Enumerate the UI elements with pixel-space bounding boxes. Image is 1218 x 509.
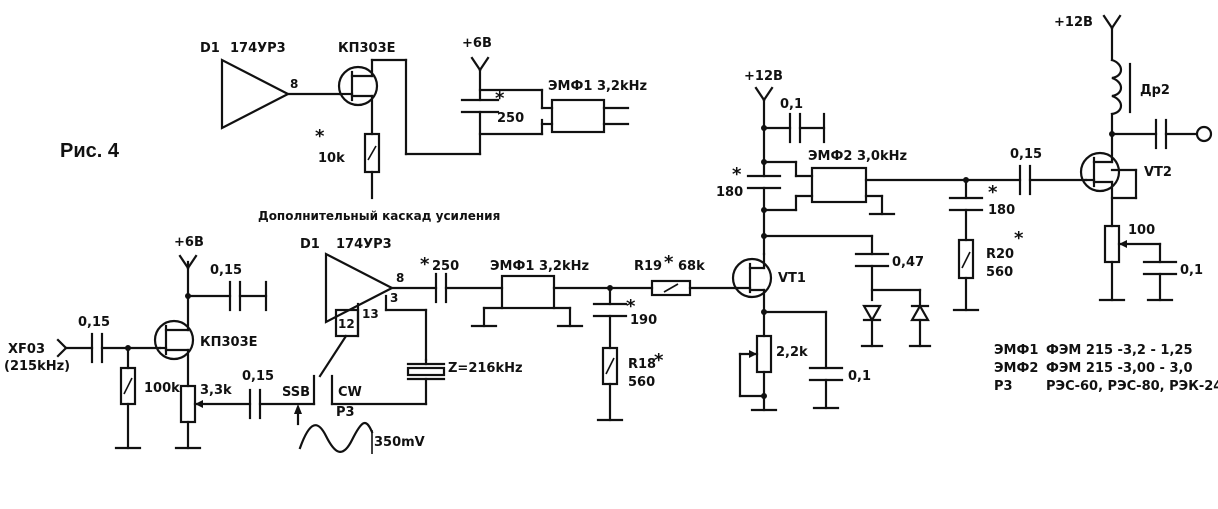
- r18-label: R18: [628, 357, 656, 372]
- vt1-cap-star: *: [732, 164, 742, 185]
- vt1-label: VT1: [778, 271, 806, 286]
- mid-pin13-label: 13: [362, 307, 379, 321]
- component-legend: ЭМФ1 ФЭМ 215 -3,2 - 1,25 ЭМФ2 ФЭМ 215 -3…: [994, 343, 1218, 394]
- output-terminal: [1195, 125, 1213, 143]
- r18-star: *: [654, 350, 664, 371]
- r19-label: R19: [634, 259, 662, 274]
- mid-pin12-label: 12: [338, 317, 355, 331]
- top-fet: [337, 58, 379, 136]
- choke-label: Др2: [1140, 83, 1170, 98]
- relay-label: Р3: [336, 405, 355, 420]
- legend-ref-1: ЭМФ2: [994, 361, 1038, 376]
- input-fet: [153, 260, 195, 388]
- top-amplifier: [220, 58, 291, 130]
- vt2-stage: * 180 R20 * 560 0,15 VT2 +12В: [948, 14, 1213, 312]
- top-stage: D1 174УР3 8 КП303Е * 10k +6В: [200, 36, 647, 223]
- r19-star: *: [664, 252, 674, 273]
- legend-ref-0: ЭМФ1: [994, 343, 1038, 358]
- bias-res-label: 100k: [144, 381, 180, 396]
- input-cap-label: 0,15: [78, 315, 110, 330]
- top-chip-label: 174УР3: [230, 41, 286, 56]
- vt1-cap-label: 180: [716, 185, 743, 200]
- crystal-label: Z=216kHz: [448, 361, 523, 376]
- vt1-stage: +12В 0,1 * 180 ЭМФ2 3,0kHz: [716, 69, 1022, 412]
- legend-value-0: ФЭМ 215 -3,2 - 1,25: [1046, 343, 1193, 358]
- vt1-pot: [755, 334, 773, 374]
- mid-chip-label: 174УР3: [336, 237, 392, 252]
- vt2-pot-label: 100: [1128, 223, 1155, 238]
- output-cap-label: 0,15: [242, 369, 274, 384]
- top-filter-label: ЭМФ1 3,2kHz: [548, 79, 647, 94]
- top-cap-label: 250: [497, 111, 524, 126]
- vt1-supply-label: +12В: [744, 69, 783, 84]
- choke-coil: [1110, 58, 1123, 116]
- note-label: Дополнительный каскад усиления: [258, 209, 500, 223]
- r18-value: 560: [628, 375, 655, 390]
- mid-cap-label: 250: [432, 259, 459, 274]
- mid-pin8-label: 8: [396, 271, 404, 285]
- diode-1: [862, 304, 882, 323]
- vt1-cap-s-label: 0,1: [848, 369, 871, 384]
- vt2-supply-label: +12В: [1054, 15, 1093, 30]
- r20-star: *: [1014, 228, 1024, 249]
- cw-label: CW: [338, 385, 362, 400]
- emf2-filter: [810, 166, 868, 204]
- top-fet-label: КП303Е: [338, 41, 396, 56]
- figure-label: Рис. 4: [60, 140, 120, 162]
- mid-pin3-label: 3: [390, 291, 398, 305]
- vt1-cap-d-label: 0,47: [892, 255, 924, 270]
- mid-shunt-cap-label: 190: [630, 313, 657, 328]
- pot-label: 3,3k: [200, 383, 232, 398]
- input-stage: XF03 (215kHz) 0,15 100k КП303Е +6В: [4, 235, 316, 450]
- vt2-cap-in-label: 0,15: [1010, 147, 1042, 162]
- input-fet-label: КП303Е: [200, 335, 258, 350]
- r20-label: R20: [986, 247, 1014, 262]
- input-pot: [179, 384, 197, 424]
- top-filter: [550, 98, 606, 134]
- vt1-pot-label: 2,2k: [776, 345, 808, 360]
- mid-d1-label: D1: [300, 237, 320, 252]
- top-pin8-label: 8: [290, 77, 298, 91]
- vt2-label: VT2: [1144, 165, 1172, 180]
- legend-ref-2: Р3: [994, 379, 1013, 394]
- vt2-fet: [1079, 132, 1121, 228]
- amplitude-label: 350mV: [374, 435, 425, 450]
- mid-shunt-star: *: [626, 296, 636, 317]
- top-res-label: 10k: [318, 151, 345, 166]
- sine-wave-icon: [298, 422, 374, 453]
- emf2-label: ЭМФ2 3,0kHz: [808, 149, 907, 164]
- crystal: [406, 366, 446, 377]
- vt2-cap-s-label: 0,1: [1180, 263, 1203, 278]
- top-cap-star: *: [495, 88, 505, 109]
- diode-2: [910, 303, 930, 322]
- vt2-shunt-star: *: [988, 182, 998, 203]
- mid-filter: [500, 274, 556, 310]
- vt2-shunt-cap-label: 180: [988, 203, 1015, 218]
- r20-value: 560: [986, 265, 1013, 280]
- vt2-pot: [1103, 224, 1121, 264]
- left-dec-cap-label: 0,15: [210, 263, 242, 278]
- mid-cap-star: *: [420, 254, 430, 275]
- r19-value: 68k: [678, 259, 705, 274]
- ssb-label: SSB: [282, 385, 310, 400]
- legend-value-1: ФЭМ 215 -3,00 - 3,0: [1046, 361, 1193, 376]
- left-supply-label: +6В: [174, 235, 204, 250]
- mid-filter-label: ЭМФ1 3,2kHz: [490, 259, 589, 274]
- legend-value-2: РЭС-60, РЭС-80, РЭК-24: [1046, 379, 1218, 394]
- mid-stage: D1 174УР3 8 3 12 13 SSB CW Р3 Z=216kHz 3…: [282, 237, 738, 454]
- vt1-dec-cap-label: 0,1: [780, 97, 803, 112]
- input-freq-label: (215kHz): [4, 359, 70, 374]
- top-d1-label: D1: [200, 41, 220, 56]
- vt1-fet: [731, 252, 773, 338]
- input-label: XF03: [8, 342, 45, 357]
- top-res-star: *: [315, 126, 325, 147]
- top-supply-label: +6В: [462, 36, 492, 51]
